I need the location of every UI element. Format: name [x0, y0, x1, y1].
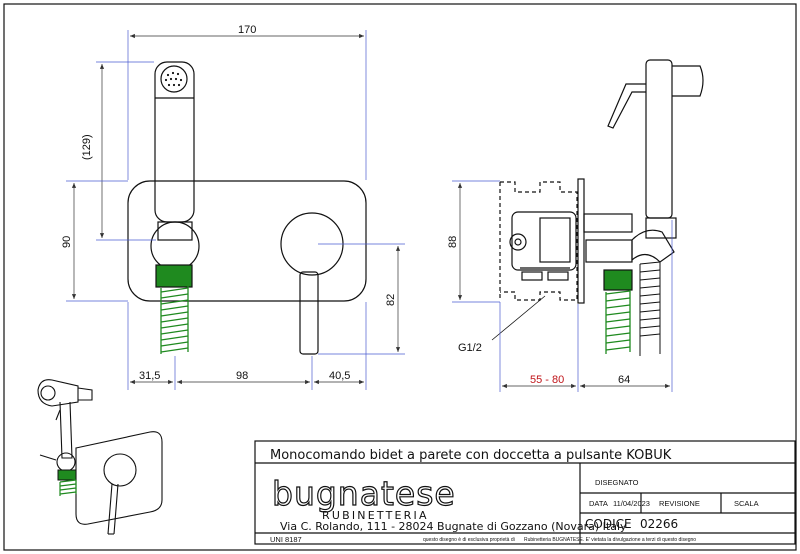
- drawn-label: DISEGNATO: [595, 478, 639, 487]
- mixer-lever: [299, 271, 319, 355]
- brand-subtitle: RUBINETTERIA: [322, 509, 429, 522]
- date-value: 11/04/2023: [613, 499, 650, 508]
- dim-overall-width: 170: [238, 24, 256, 36]
- dim-projection: 64: [618, 374, 630, 386]
- date-label: DATA: [589, 499, 608, 508]
- brand-logo: bugnatese: [271, 473, 456, 513]
- standard-label: UNI 8187: [270, 535, 302, 544]
- dim-handshower-height: (129): [81, 134, 93, 160]
- sheet-border: [3, 3, 797, 551]
- drawing-title: Monocomando bidet a parete con doccetta …: [270, 448, 672, 463]
- code-label: CODICE: [585, 517, 632, 531]
- dim-center-distance: 98: [236, 370, 248, 382]
- side-dimensions: [452, 180, 673, 392]
- dim-right-offset: 40,5: [329, 370, 350, 382]
- dim-thread: G1/2: [458, 342, 482, 354]
- dim-lever-height: 82: [385, 294, 397, 306]
- front-view: [127, 61, 367, 355]
- isometric-view: [37, 379, 163, 535]
- dim-plate-height: 90: [61, 236, 73, 248]
- front-dimensions: [66, 30, 405, 390]
- scale-label: SCALA: [734, 499, 759, 508]
- wall-plate: [127, 180, 367, 302]
- dim-depth: 88: [447, 236, 459, 248]
- iso-connector-green: [57, 469, 77, 481]
- company-address: Via C. Rolando, 111 - 28024 Bugnate di G…: [280, 520, 627, 533]
- iso-hose-green: [59, 479, 77, 496]
- hand-shower-body: [154, 61, 195, 223]
- disclaimer-left: questo disegno è di esclusiva proprietà …: [423, 537, 515, 543]
- side-connector-green: [603, 269, 633, 291]
- side-view: [491, 59, 704, 356]
- plate-edge: [577, 178, 585, 304]
- hose-connector-green: [155, 264, 193, 288]
- revision-label: REVISIONE: [659, 499, 700, 508]
- dim-build-in-range: 55 - 80: [530, 374, 564, 386]
- dim-left-offset: 31,5: [139, 370, 160, 382]
- code-value: 02266: [640, 517, 679, 531]
- disclaimer-right: Rubinetteria BUGNATESE. E' vietata la di…: [524, 537, 697, 543]
- title-block: [254, 440, 796, 545]
